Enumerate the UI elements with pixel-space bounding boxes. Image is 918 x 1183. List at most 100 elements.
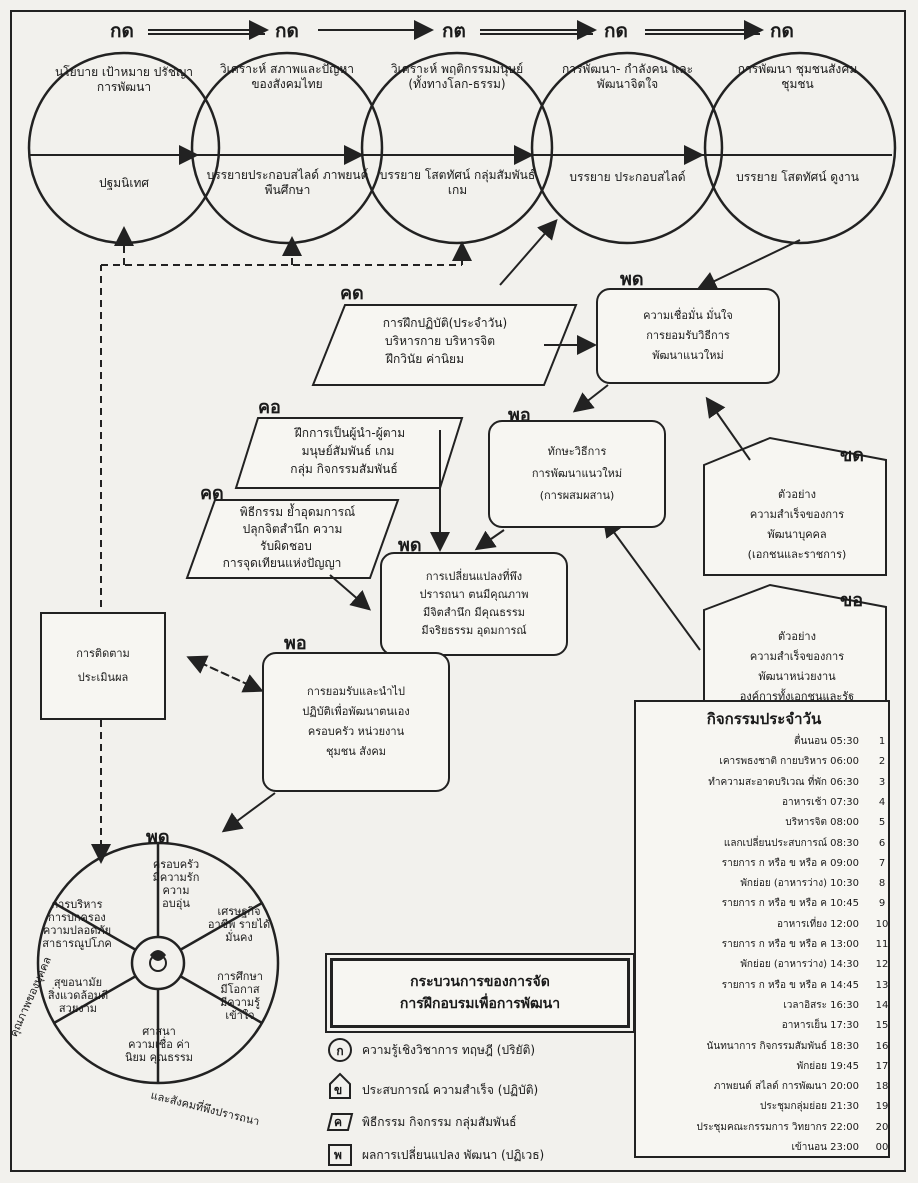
schedule-row-number: 4 — [878, 796, 886, 808]
schedule-row-number: 6 — [878, 837, 886, 849]
daily-schedule: กิจกรรมประจำวัน ตื่นนอน 05:30 1 เคารพธงชาต… — [634, 700, 890, 1158]
p3-line4: มีจริยธรรม อุดมการณ์ — [421, 624, 527, 637]
schedule-activity: อาหารเย็น 17:30 — [781, 1020, 859, 1032]
p2-line2: การพัฒนาแนวใหม่ — [531, 467, 623, 480]
stage-4-bottom: บรรยาย ประกอบสไลด์ — [569, 170, 686, 184]
schedule-title: กิจกรรมประจำวัน — [706, 710, 822, 728]
k2-line3: กลุ่ม กิจกรรมสัมพันธ์ — [290, 462, 398, 476]
wheel-family: ครอบครัวมีความรักความอบอุ่น — [152, 858, 200, 910]
stage-2-bottom: บรรยายประกอบสไลด์ ภาพยนต์พืนศึกษา — [206, 168, 369, 197]
stage-1-bottom: ปฐมนิเทศ — [99, 176, 149, 190]
schedule-row: เคารพธงชาติ กายบริหาร 06:00 2 — [636, 754, 892, 770]
label-k3: คด — [200, 483, 224, 504]
schedule-row-number: 00 — [875, 1142, 889, 1153]
followup-line2: ประเมินผล — [77, 671, 129, 684]
result-box-p2: ทักษะวิธีการ การพัฒนาแนวใหม่ (การผสมผสาน… — [488, 420, 666, 528]
p3-line2: ปรารถนา ตนมีคุณภาพ — [419, 588, 529, 601]
wheel-environment: สุขอนามัยสิ่งแวดล้อมดีสวยงาม — [47, 976, 109, 1015]
legend-sym-3: ค — [334, 1115, 343, 1129]
stage-5-bottom: บรรยาย โสตทัศน์ ดูงาน — [736, 170, 859, 184]
schedule-activity: พักย่อย 19:45 — [796, 1060, 859, 1072]
stage-code-1: กด — [110, 20, 134, 42]
label-k1: คด — [340, 283, 364, 304]
schedule-activity: บริหารจิต 08:00 — [785, 817, 859, 829]
k1-line1: การฝึกปฏิบัติ(ประจำวัน) — [382, 316, 508, 330]
label-k2: คอ — [258, 397, 281, 418]
ex2-line3: พัฒนาหน่วยงาน — [758, 670, 836, 683]
schedule-row-number: 10 — [875, 918, 889, 930]
k2-line2: มนุษย์สัมพันธ์ เกม — [301, 444, 395, 458]
ex1-line1: ตัวอย่าง — [778, 488, 816, 501]
schedule-activity: ภาพยนต์ สไลด์ การพัฒนา 20:00 — [713, 1081, 859, 1093]
schedule-row-number: 7 — [878, 857, 886, 869]
schedule-row-number: 1 — [878, 736, 886, 747]
schedule-row-number: 19 — [875, 1101, 889, 1113]
legend-text-4: ผลการเปลี่ยนแปลง พัฒนา (ปฏิเวธ) — [362, 1148, 545, 1162]
legend-sym-2: ข — [334, 1083, 343, 1097]
p4-line4: ชุมชน สังคม — [326, 745, 386, 758]
schedule-activity: ตื่นนอน 05:30 — [793, 736, 859, 747]
schedule-activity: เข้านอน 23:00 — [791, 1142, 859, 1153]
legend-text-2: ประสบการณ์ ความสำเร็จ (ปฏิบัติ) — [362, 1083, 539, 1097]
label-kh1: ขด — [840, 445, 864, 466]
k1-line2: บริหารกาย บริหารจิต — [385, 334, 495, 348]
schedule-row-number: 14 — [875, 999, 889, 1011]
label-p4: พอ — [284, 633, 307, 654]
label-kh2: ขอ — [840, 590, 864, 611]
wheel-education: การศึกษามีโอกาสมีความรู้เข้าใจ — [217, 970, 263, 1022]
schedule-row: พักย่อย (อาหารว่าง) 10:30 8 — [636, 876, 892, 892]
p1-line1: ความเชื่อมั่น มั่นใจ — [643, 309, 733, 322]
followup-line1: การติดตาม — [76, 647, 130, 660]
stage-5-top: การพัฒนา ชุมชนสังคมชุมชน — [737, 62, 858, 91]
page-frame — [10, 10, 906, 1172]
schedule-row-number: 3 — [878, 776, 886, 788]
schedule-row: เวลาอิสระ 16:30 14 — [636, 998, 892, 1014]
schedule-row-number: 8 — [878, 878, 886, 890]
result-box-p3: การเปลี่ยนแปลงที่พึง ปรารถนา ตนมีคุณภาพ … — [380, 552, 568, 656]
schedule-row: บริหารจิต 08:00 5 — [636, 815, 892, 831]
schedule-row-number: 5 — [878, 817, 886, 829]
stage-code-2: กด — [275, 20, 299, 42]
stage-4-top: การพัฒนา- กำลังคน และ พัฒนาจิตใจ — [561, 62, 694, 91]
legend-text-3: พิธีกรรม กิจกรรม กลุ่มสัมพันธ์ — [362, 1115, 517, 1129]
stage-1-top: นโยบาย เป้าหมาย ปรัชญา การพัฒนา — [55, 65, 193, 94]
p1-line2: การยอมรับวิธีการ — [646, 329, 730, 342]
schedule-row: ทำความสะอาดบริเวณ ที่พัก 06:30 3 — [636, 775, 892, 791]
schedule-row: ประชุมกลุ่มย่อย 21:30 19 — [636, 1099, 892, 1115]
wheel-governance: การบริหารการปกครองความปลอดภัยสาธารณูปโภค — [42, 898, 112, 950]
schedule-activity: เวลาอิสระ 16:30 — [783, 999, 859, 1011]
ex1-line4: (เอกชนและราชการ) — [747, 548, 847, 561]
schedule-activity: พักย่อย (อาหารว่าง) 10:30 — [740, 878, 859, 890]
k3-line4: การจุดเทียนแห่งปัญญา — [222, 556, 342, 570]
title-line1: กระบวนการของการจัด — [410, 974, 550, 990]
k1-line3: ฝึกวินัย ค่านิยม — [386, 352, 464, 366]
p2-line1: ทักษะวิธีการ — [547, 445, 607, 458]
schedule-row-number: 20 — [875, 1121, 889, 1133]
schedule-activity: อาหารเที่ยง 12:00 — [777, 918, 859, 930]
stage-2-top: วิเคราะห์ สภาพและปัญหา ของสังคมไทย — [219, 62, 355, 91]
schedule-row-number: 2 — [878, 756, 886, 768]
p3-line3: มีจิตสำนึก มีคุณธรรม — [422, 606, 525, 619]
schedule-row-number: 12 — [875, 959, 889, 971]
k3-line1: พิธีกรรม ย้ำอุดมการณ์ — [239, 505, 356, 519]
stage-3-top: วิเคราะห์ พฤติกรรมมนุษย์ (ทั้งทางโลก-ธรร… — [390, 62, 524, 91]
schedule-activity: เคารพธงชาติ กายบริหาร 06:00 — [719, 756, 859, 768]
p4-line3: ครอบครัว หน่วยงาน — [307, 725, 405, 738]
k2-line1: ฝึกการเป็นผู้นำ-ผู้ตาม — [294, 426, 406, 440]
wheel-religion: ศาสนาความเชื่อ ค่านิยม คุณธรรม — [124, 1025, 194, 1064]
schedule-activity: รายการ ก หรือ ข หรือ ค 10:45 — [721, 898, 859, 910]
followup-box: การติดตาม ประเมินผล — [40, 612, 166, 720]
label-p5: พด — [146, 827, 170, 848]
legend-sym-1: ก — [336, 1044, 344, 1058]
schedule-activity: ประชุมกลุ่มย่อย 21:30 — [760, 1101, 859, 1113]
schedule-activity: ทำความสะอาดบริเวณ ที่พัก 06:30 — [708, 776, 859, 788]
